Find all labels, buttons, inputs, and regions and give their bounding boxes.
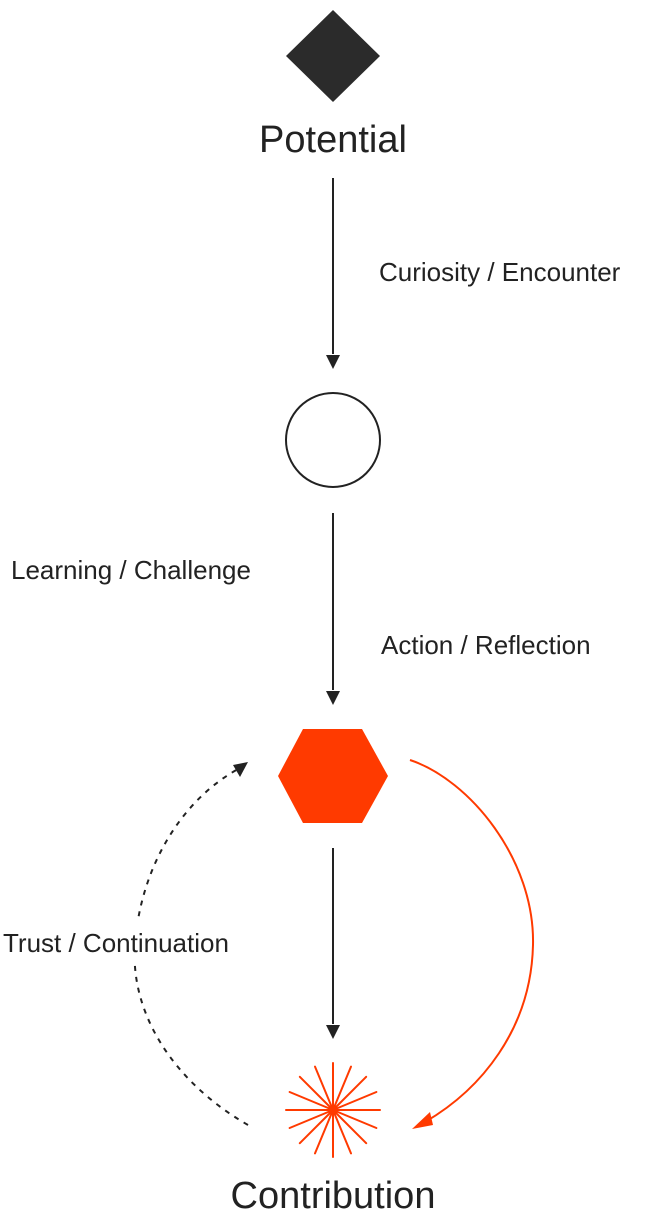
trust-continuation-label: Trust / Continuation [3, 928, 229, 958]
starburst-icon [285, 1062, 381, 1158]
orange-curved-arrow [409, 759, 535, 1123]
diamond-icon [286, 10, 380, 102]
starburst-ray [288, 1109, 334, 1129]
starburst-ray [314, 1109, 334, 1155]
starburst-ray [314, 1065, 334, 1111]
circle-icon [285, 392, 381, 488]
orange-arrowhead-icon [412, 1112, 433, 1129]
arrowhead-icon [326, 1025, 340, 1039]
starburst-ray [332, 1109, 368, 1145]
trust-label-backdrop [0, 922, 270, 962]
contribution-title: Contribution [231, 1175, 436, 1215]
action-reflection-label: Action / Reflection [381, 630, 591, 660]
starburst-ray [332, 1091, 378, 1111]
dashed-arrowhead-icon [233, 762, 248, 777]
hexagon-icon [278, 729, 388, 823]
starburst-ray [332, 1109, 352, 1155]
starburst-ray [332, 1065, 352, 1111]
arrowhead-icon [326, 355, 340, 369]
starburst-ray [298, 1075, 334, 1111]
starburst-ray [332, 1075, 368, 1111]
curiosity-encounter-label: Curiosity / Encounter [379, 257, 621, 287]
arrowhead-icon [326, 691, 340, 705]
learning-challenge-label: Learning / Challenge [11, 555, 251, 585]
starburst-ray [298, 1109, 334, 1145]
starburst-ray [332, 1109, 378, 1129]
potential-title: Potential [259, 119, 407, 161]
starburst-ray [288, 1091, 334, 1111]
